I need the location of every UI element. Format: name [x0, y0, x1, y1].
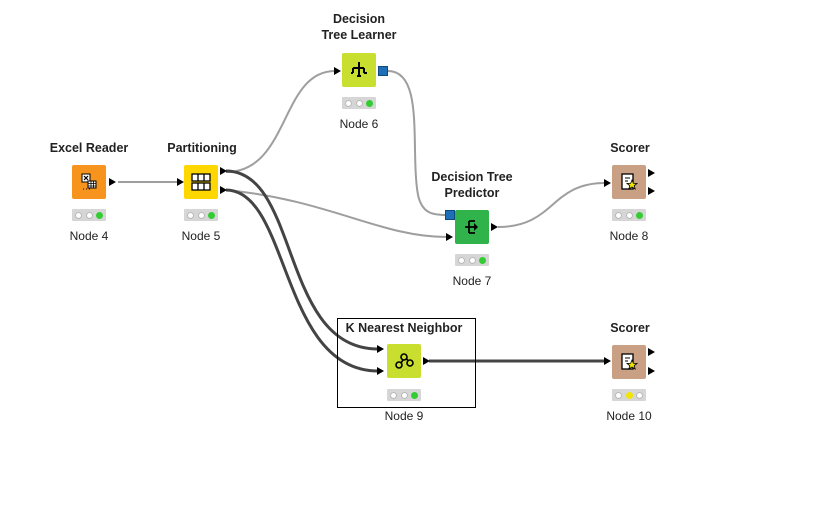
status-light-yellow: [625, 391, 633, 399]
node-status-lights: [612, 209, 646, 221]
tree-learner-icon: [348, 59, 370, 81]
output-port[interactable]: [220, 167, 227, 175]
connection-wire[interactable]: [225, 188, 379, 373]
status-light-green: [635, 211, 643, 219]
knn-annotation-box[interactable]: [337, 318, 476, 408]
output-port[interactable]: [648, 348, 655, 356]
output-port[interactable]: [648, 187, 655, 195]
status-light-yellow: [85, 211, 93, 219]
predictor-icon: [461, 216, 483, 238]
output-port[interactable]: [491, 223, 498, 231]
node-caption[interactable]: Node 9: [384, 409, 424, 423]
status-light-yellow: [400, 391, 408, 399]
node-caption[interactable]: Node 5: [181, 229, 221, 243]
node-title-line1: Decision Tree: [431, 170, 513, 184]
model-input-port[interactable]: [445, 210, 455, 220]
scorer-node[interactable]: [612, 165, 646, 199]
model-output-port[interactable]: [378, 66, 388, 76]
input-port[interactable]: [377, 345, 384, 353]
table-partition-icon: [190, 172, 212, 192]
k-nearest-neighbor-node[interactable]: [387, 344, 421, 378]
connection-wire[interactable]: [387, 70, 447, 216]
status-light-red: [75, 211, 83, 219]
status-light-green: [207, 211, 215, 219]
connection-wire[interactable]: [497, 182, 606, 228]
knn-icon: [393, 350, 415, 372]
output-port[interactable]: [648, 169, 655, 177]
partitioning-node[interactable]: [184, 165, 218, 199]
status-light-red: [458, 256, 466, 264]
status-light-red: [615, 391, 623, 399]
scorer-icon: [618, 351, 640, 373]
node-title: Scorer: [610, 141, 650, 155]
node-title: Excel Reader: [49, 141, 129, 155]
status-light-green: [95, 211, 103, 219]
node-title: K Nearest Neighbor: [345, 321, 463, 335]
status-light-yellow: [355, 99, 363, 107]
status-light-green: [410, 391, 418, 399]
output-port[interactable]: [220, 186, 227, 194]
node-caption[interactable]: Node 4: [69, 229, 109, 243]
input-port[interactable]: [604, 179, 611, 187]
excel-reader-node[interactable]: [72, 165, 106, 199]
status-light-green: [478, 256, 486, 264]
decision-tree-learner-node[interactable]: [342, 53, 376, 87]
connection-wire[interactable]: [225, 70, 336, 173]
output-port[interactable]: [109, 178, 116, 186]
excel-reader-icon: [78, 171, 100, 193]
status-light-yellow: [468, 256, 476, 264]
output-port[interactable]: [423, 357, 430, 365]
input-port[interactable]: [377, 367, 384, 375]
status-light-red: [615, 211, 623, 219]
status-light-red: [187, 211, 195, 219]
node-title: Partitioning: [167, 141, 237, 155]
node-caption[interactable]: Node 8: [609, 229, 649, 243]
input-port[interactable]: [334, 67, 341, 75]
decision-tree-predictor-node[interactable]: [455, 210, 489, 244]
status-light-yellow: [625, 211, 633, 219]
node-status-lights: [387, 389, 421, 401]
node-caption[interactable]: Node 6: [339, 117, 379, 131]
node-caption[interactable]: Node 7: [452, 274, 492, 288]
node-status-lights: [72, 209, 106, 221]
scorer-node[interactable]: [612, 345, 646, 379]
status-light-green: [635, 391, 643, 399]
node-title-line2: Tree Learner: [321, 28, 397, 42]
input-port[interactable]: [446, 233, 453, 241]
node-status-lights: [184, 209, 218, 221]
status-light-red: [390, 391, 398, 399]
status-light-yellow: [197, 211, 205, 219]
node-status-lights: [455, 254, 489, 266]
input-port[interactable]: [604, 357, 611, 365]
node-title-line1: Decision: [332, 12, 386, 26]
node-title-line2: Predictor: [444, 186, 500, 200]
connection-wire[interactable]: [225, 189, 448, 238]
node-caption[interactable]: Node 10: [606, 409, 652, 423]
node-title: Scorer: [610, 321, 650, 335]
connection-wire[interactable]: [225, 169, 379, 351]
status-light-red: [345, 99, 353, 107]
output-port[interactable]: [648, 367, 655, 375]
node-status-lights: [612, 389, 646, 401]
scorer-icon: [618, 171, 640, 193]
status-light-green: [365, 99, 373, 107]
node-status-lights: [342, 97, 376, 109]
input-port[interactable]: [177, 178, 184, 186]
